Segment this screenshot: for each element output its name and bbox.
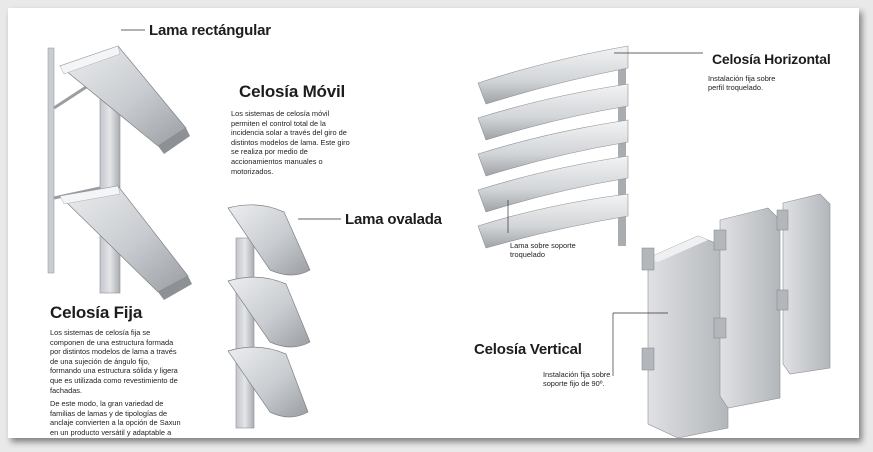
movil-description: Los sistemas de celosía móvil permiten e…: [231, 109, 353, 180]
horizontal-caption: Instalación fija sobre perfil troquelado…: [708, 74, 776, 93]
label-lama-ovalada: Lama ovalada: [345, 211, 442, 228]
lama-soporte-caption: Lama sobre soporte troquelado: [510, 241, 576, 260]
movil-illustration: [47, 45, 192, 300]
heading-celosia-movil: Celosía Móvil: [239, 82, 346, 101]
horizontal-illustration: [477, 45, 629, 249]
fija-illustration: [227, 204, 311, 429]
vertical-caption: Instalación fija sobre soporte fijo de 9…: [543, 370, 611, 389]
heading-celosia-vertical: Celosía Vertical: [474, 341, 582, 358]
heading-celosia-fija: Celosía Fija: [50, 303, 143, 322]
label-lama-rectangular: Lama rectángular: [149, 22, 271, 39]
product-illustrations: [47, 29, 831, 438]
vertical-illustration: [641, 193, 831, 438]
fija-paragraph-1: Los sistemas de celosía fija se componen…: [50, 328, 178, 395]
page: Lama rectángular Celosía Móvil Los siste…: [8, 8, 859, 438]
leader-lines: [121, 29, 703, 376]
heading-celosia-horizontal: Celosía Horizontal: [712, 51, 831, 67]
fija-paragraph-2: De este modo, la gran variedad de famili…: [50, 399, 181, 438]
fija-description: Los sistemas de celosía fija se componen…: [50, 328, 182, 438]
movil-paragraph: Los sistemas de celosía móvil permiten e…: [231, 109, 350, 176]
